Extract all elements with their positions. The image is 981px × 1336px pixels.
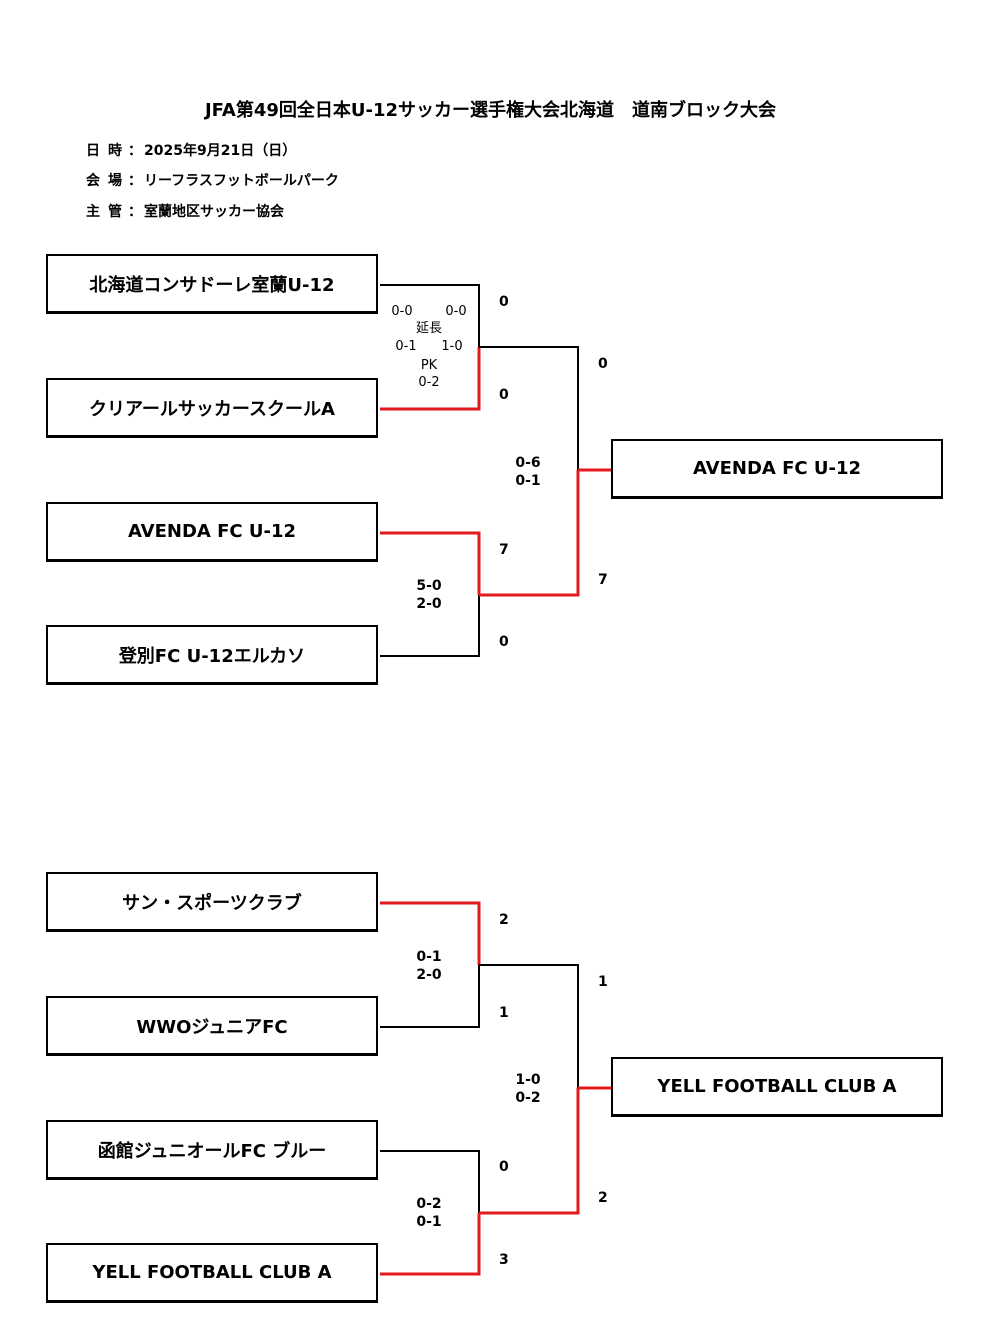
winner-box-a: AVENDA FC U-12 (611, 439, 943, 499)
team-box-b1: サン・スポーツクラブ (46, 872, 378, 932)
score-a-final-top: 0 (598, 356, 608, 372)
b-m1-half2: 2-0 (416, 967, 442, 983)
line-a-team2 (380, 347, 481, 411)
host-colon: ： (128, 204, 142, 220)
date-row: 日時：2025年9月21日（日） (86, 140, 296, 160)
score-a-m1-bottom: 0 (499, 387, 509, 403)
line-a-semi1 (479, 346, 579, 470)
team-box-b2: WWOジュニアFC (46, 996, 378, 1056)
team-box-a2: クリアールサッカースクールA (46, 378, 378, 438)
b-m2-half2: 0-1 (416, 1214, 442, 1230)
line-b-team4 (380, 1213, 481, 1276)
score-b-final-bottom: 2 (598, 1190, 608, 1206)
score-b-m2-top: 0 (499, 1159, 509, 1175)
score-b-m1-bottom: 1 (499, 1005, 509, 1021)
a-m1-pk-label: PK (420, 358, 438, 373)
host-row: 主管：室蘭地区サッカー協会 (86, 201, 284, 221)
score-b-final-top: 1 (598, 974, 608, 990)
line-b-team1 (380, 901, 481, 965)
host-value: 室蘭地区サッカー協会 (144, 204, 284, 220)
venue-value: リーフラスフットボールパーク (144, 173, 339, 189)
a-m1-extra-label: 延長 (415, 321, 442, 336)
date-label: 日時 (86, 143, 130, 159)
line-b-semi1 (479, 964, 579, 1088)
line-b-team2 (380, 965, 480, 1028)
team-box-b4: YELL FOOTBALL CLUB A (46, 1243, 378, 1303)
line-b-team3 (380, 1150, 480, 1213)
score-b-m2-bottom: 3 (499, 1252, 509, 1268)
winner-box-b: YELL FOOTBALL CLUB A (611, 1057, 943, 1117)
line-b-semi2 (479, 1088, 580, 1215)
a-final-half1: 0-6 (515, 455, 541, 471)
team-box-a1: 北海道コンサドーレ室蘭U-12 (46, 254, 378, 314)
score-a-final-bottom: 7 (598, 572, 608, 588)
a-m1-extra-right: 1-0 (441, 339, 463, 354)
a-m1-half-right: 0-0 (445, 304, 467, 319)
a-m2-half2: 2-0 (416, 596, 442, 612)
page-title: JFA第49回全日本U-12サッカー選手権大会北海道 道南ブロック大会 (204, 100, 777, 121)
venue-row: 会場：リーフラスフットボールパーク (86, 170, 339, 190)
score-b-m1-top: 2 (499, 912, 509, 928)
line-a-semi2 (479, 470, 580, 597)
b-final-half1: 1-0 (515, 1072, 541, 1088)
date-colon: ： (128, 143, 142, 159)
line-a-team4 (380, 595, 480, 657)
a-m1-pk-score: 0-2 (418, 375, 440, 390)
team-box-b3: 函館ジュニオールFC ブルー (46, 1120, 378, 1180)
team-box-a3: AVENDA FC U-12 (46, 502, 378, 562)
host-label: 主管 (86, 204, 130, 220)
venue-colon: ： (128, 173, 142, 189)
b-m1-half1: 0-1 (416, 949, 442, 965)
a-m2-half1: 5-0 (416, 578, 442, 594)
team-box-a4: 登別FC U-12エルカソ (46, 625, 378, 685)
venue-label: 会場 (86, 173, 130, 189)
score-a-m2-bottom: 0 (499, 634, 509, 650)
b-m2-half1: 0-2 (416, 1196, 442, 1212)
date-value: 2025年9月21日（日） (144, 143, 297, 159)
a-final-half2: 0-1 (515, 473, 541, 489)
score-a-m2-top: 7 (499, 542, 509, 558)
a-m1-half-left: 0-0 (391, 304, 413, 319)
line-a-team3 (380, 531, 481, 595)
line-a-team1 (380, 284, 480, 347)
score-a-m1-top: 0 (499, 294, 509, 310)
b-final-half2: 0-2 (515, 1090, 541, 1106)
a-m1-extra-left: 0-1 (395, 339, 417, 354)
